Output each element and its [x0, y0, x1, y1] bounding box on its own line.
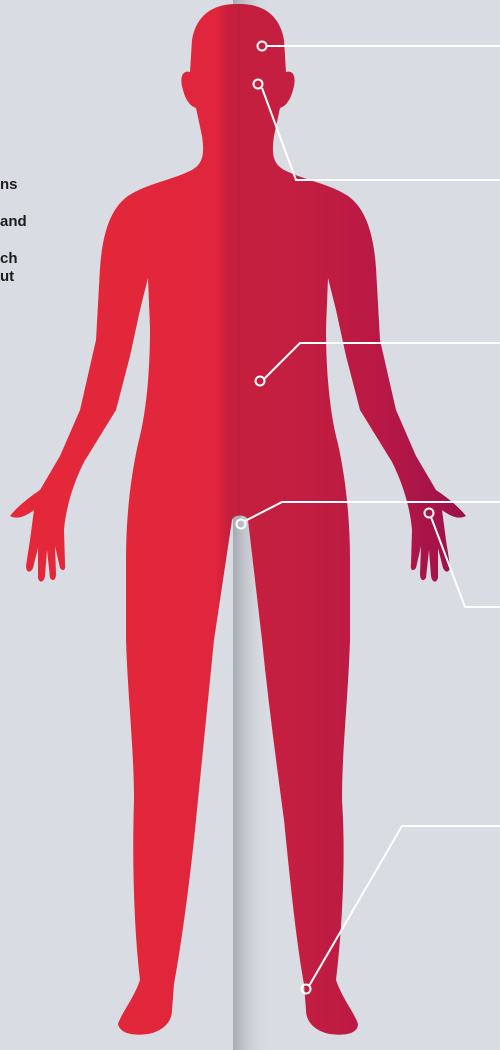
- callout-line-face: [262, 88, 500, 180]
- callout-marker-groin: [237, 520, 246, 529]
- body-silhouette: [10, 4, 466, 1035]
